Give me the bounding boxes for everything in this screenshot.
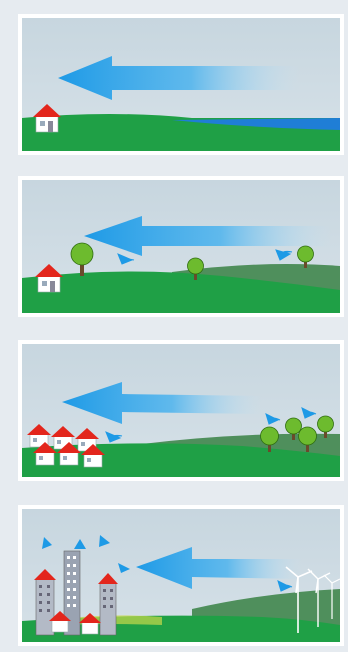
scene-scattered-trees [22, 180, 340, 313]
building-icon [98, 573, 118, 635]
scene-city-turbines [22, 509, 340, 642]
panel-city-turbines [18, 505, 344, 646]
panel-open-land [18, 14, 344, 155]
scene-village-woodland [22, 344, 340, 477]
panel-village-woodland [18, 340, 344, 481]
panel-scattered-trees [18, 176, 344, 317]
scene-open-land [22, 18, 340, 151]
